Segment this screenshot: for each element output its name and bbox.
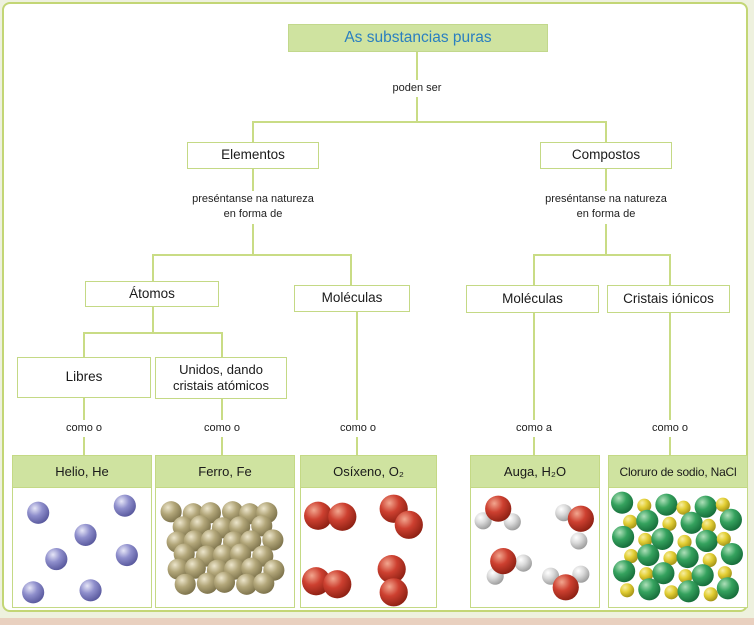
helium-atoms-illustration [22,494,138,604]
annotation-compostos: preséntanse na natureza en forma de [521,191,691,224]
example-osixeno: Osíxeno, O₂ [300,455,437,608]
iron-lattice-illustration [160,501,285,595]
root-node: As substancias puras [288,24,548,52]
example-ferro-title: Ferro, Fe [156,456,294,488]
example-osixeno-title: Osíxeno, O₂ [301,456,436,488]
example-nacl-title: Cloruro de sodio, NaCl [609,456,747,488]
node-cristais-ionicos: Cristais iónicos [607,285,730,313]
node-moleculas-elementos: Moléculas [294,285,410,312]
node-compostos: Compostos [540,142,672,169]
example-helio-title: Helio, He [13,456,151,488]
water-molecules-illustration [474,495,594,601]
annotation-elementos-line1: preséntanse na natureza [192,193,314,205]
example-nacl: Cloruro de sodio, NaCl [608,455,748,608]
node-unidos-line1: Unidos, dando [179,362,263,378]
example-ferro: Ferro, Fe [155,455,295,608]
node-unidos-line2: cristais atómicos [172,378,270,393]
node-elementos: Elementos [187,142,319,169]
page-edge-strip [0,618,754,625]
example-helio: Helio, He [12,455,152,608]
node-moleculas-compostos: Moléculas [466,285,599,313]
oxygen-molecules-illustration [302,494,423,607]
connector-label-como-1: como o [49,420,119,438]
node-unidos: Unidos, dando cristais atómicos [155,357,287,399]
connector-label-como-4: como a [499,420,569,438]
annotation-compostos-line2: en forma de [576,208,636,221]
nacl-lattice-illustration [611,491,743,603]
example-auga: Auga, H₂O [470,455,600,608]
connector-label-como-2: como o [187,420,257,438]
example-auga-title: Auga, H₂O [471,456,599,488]
connector-label-como-5: como o [635,420,705,438]
annotation-elementos: preséntanse na natureza en forma de [168,191,338,224]
annotation-compostos-line1: preséntanse na natureza [545,193,667,205]
node-libres: Libres [17,357,151,398]
connector-label-poden-ser: poden ser [377,80,457,98]
annotation-elementos-line2: en forma de [223,208,283,221]
connector-label-como-3: como o [323,420,393,438]
node-atomos: Átomos [85,281,219,307]
